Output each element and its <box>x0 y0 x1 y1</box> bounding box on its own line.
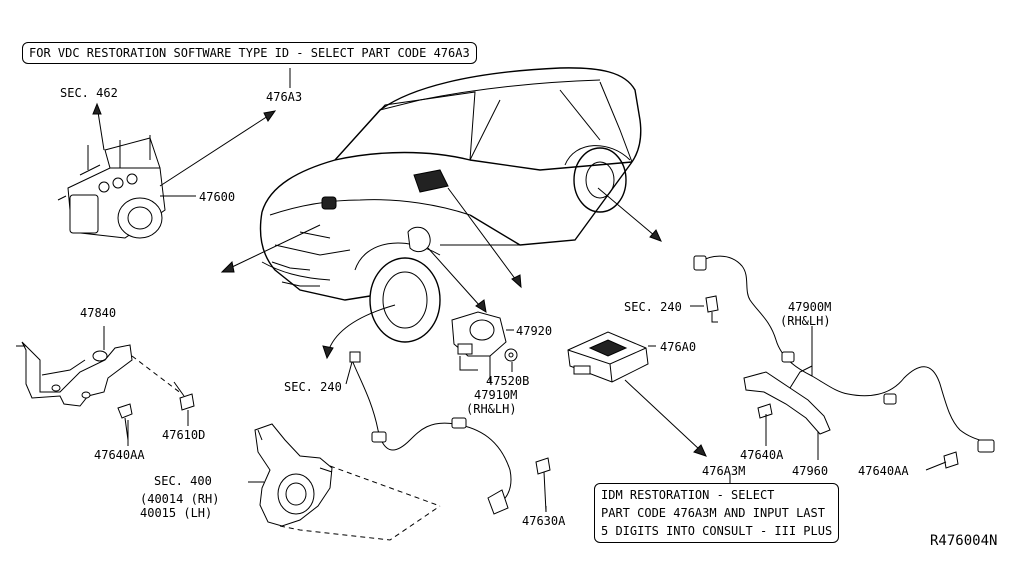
diagram-reference-code: R476004N <box>930 533 998 549</box>
label-40014: (40014 (RH) <box>140 492 220 506</box>
idm-note-line-2: PART CODE 476A3M AND INPUT LAST <box>601 506 825 520</box>
label-47520B: 47520B <box>486 374 530 388</box>
label-47610D: 47610D <box>162 428 206 442</box>
label-476A3: 476A3 <box>266 90 303 104</box>
idm-note-line-1: IDM RESTORATION - SELECT <box>601 488 775 502</box>
label-47840: 47840 <box>80 306 117 320</box>
label-40015: 40015 (LH) <box>140 506 213 520</box>
leader-lines <box>92 68 947 541</box>
steering-knuckle-drawing <box>254 423 333 527</box>
label-47900M-side: (RH&LH) <box>780 314 831 328</box>
label-47640A: 47640A <box>740 448 784 462</box>
label-47630A: 47630A <box>522 514 566 528</box>
label-476A0: 476A0 <box>660 340 697 354</box>
yaw-rate-sensor-drawing <box>451 311 518 371</box>
label-sec-240-right: SEC. 240 <box>624 300 682 314</box>
label-sec-240-left: SEC. 240 <box>284 380 342 394</box>
control-unit-drawing <box>567 331 649 383</box>
front-wheel-sensor-drawing <box>349 351 551 515</box>
label-47900M: 47900M <box>788 300 832 314</box>
vdc-restoration-note: FOR VDC RESTORATION SOFTWARE TYPE ID - S… <box>22 42 477 64</box>
label-47640AA-left: 47640AA <box>94 448 145 462</box>
idm-restoration-note: IDM RESTORATION - SELECT PART CODE 476A3… <box>594 483 840 543</box>
label-47960: 47960 <box>792 464 829 478</box>
vehicle-outline <box>259 67 642 343</box>
idm-note-line-3: 5 DIGITS INTO CONSULT - III PLUS <box>601 524 833 538</box>
label-47920: 47920 <box>516 324 553 338</box>
label-47910M: 47910M <box>474 388 518 402</box>
label-47640AA-right: 47640AA <box>858 464 909 478</box>
label-476A3M: 476A3M <box>702 464 746 478</box>
label-sec-400: SEC. 400 <box>154 474 212 488</box>
abs-actuator-drawing <box>57 135 166 239</box>
label-47600: 47600 <box>199 190 236 204</box>
label-47910M-side: (RH&LH) <box>466 402 517 416</box>
bracket-drawing <box>16 341 195 441</box>
label-sec-462: SEC. 462 <box>60 86 118 100</box>
rear-wheel-sensor-drawing <box>693 255 995 469</box>
